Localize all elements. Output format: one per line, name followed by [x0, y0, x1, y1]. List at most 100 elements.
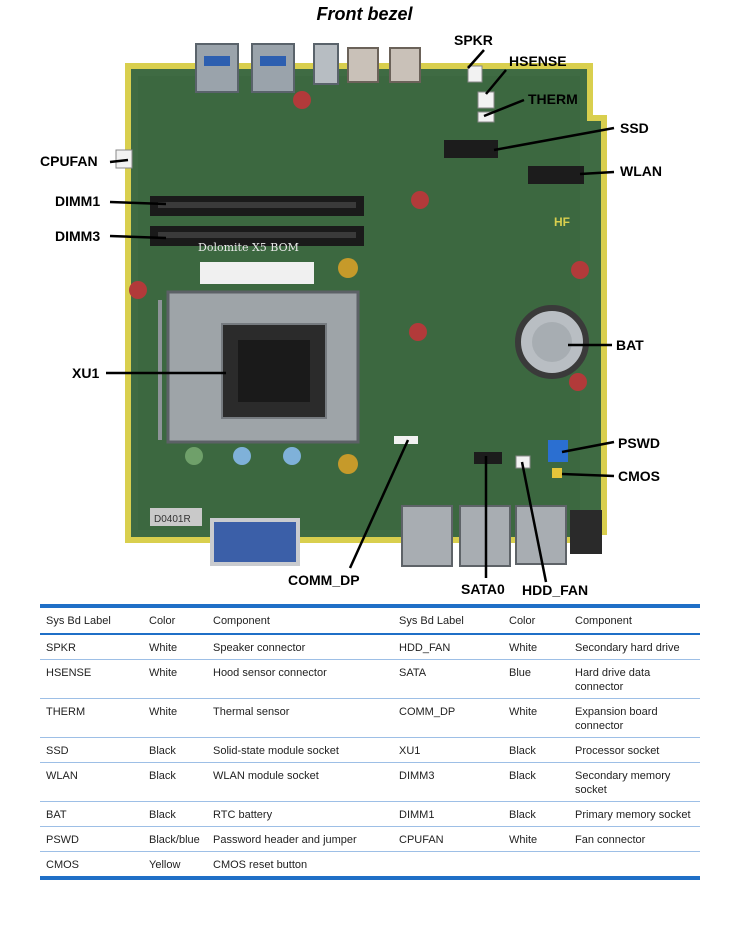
cmos-button: [552, 468, 562, 478]
table-row: WLAN Black WLAN module socket DIMM3 Blac…: [40, 762, 700, 802]
table-cell: Blue: [503, 659, 569, 699]
table-cell: Password header and jumper: [207, 826, 393, 852]
figure-title: Front bezel: [316, 4, 413, 24]
leader-cmos: [561, 472, 615, 478]
table-cell: Black: [503, 737, 569, 763]
table-cell: White: [503, 826, 569, 852]
table-row: BAT Black RTC battery DIMM1 Black Primar…: [40, 801, 700, 827]
component-table: Sys Bd Label Color Component Sys Bd Labe…: [40, 608, 700, 876]
table-top-rule: [40, 604, 700, 608]
table-row: SPKR White Speaker connector HDD_FAN Whi…: [40, 634, 700, 660]
header-color-2: Color: [503, 608, 569, 635]
leader-hdd-fan: [520, 461, 548, 583]
table-cell: Speaker connector: [207, 634, 393, 660]
table-cell: Black: [503, 801, 569, 827]
table-row: PSWD Black/blue Password header and jump…: [40, 826, 700, 852]
motherboard-illustration: Dolomite X5 BOM HF D040: [106, 43, 615, 583]
leader-cpufan: [109, 158, 129, 164]
table-cell: Secondary hard drive: [569, 634, 700, 660]
table-cell: RTC battery: [207, 801, 393, 827]
component-table-wrap: Sys Bd Label Color Component Sys Bd Labe…: [40, 604, 700, 880]
table-row: SSD Black Solid-state module socket XU1 …: [40, 737, 700, 763]
rear-port-4: [570, 510, 602, 554]
table-cell: CMOS: [46, 859, 79, 871]
chip-label: D0401R: [154, 514, 191, 525]
hf-mark: HF: [554, 215, 570, 229]
table-cell: DIMM1: [393, 801, 503, 827]
callout-wlan: WLAN: [620, 163, 662, 179]
leader-spkr: [467, 49, 485, 69]
leader-hsense: [485, 69, 507, 95]
table-cell: THERM: [40, 698, 143, 738]
callout-hsense: HSENSE: [509, 53, 567, 69]
usb-port-2: [251, 43, 295, 93]
board-figure: Dolomite X5 BOM HF D040: [40, 32, 662, 598]
callout-therm: THERM: [528, 91, 578, 107]
silk-name: Dolomite X5 BOM: [198, 241, 299, 254]
callout-dimm3: DIMM3: [55, 228, 101, 244]
callout-cpufan: CPUFAN: [40, 153, 98, 169]
chip-label-box: [150, 508, 202, 526]
pswd-header: [548, 440, 568, 462]
table-cell: WLAN module socket: [207, 762, 393, 802]
table-cell: White: [143, 659, 207, 699]
ssd-socket: [444, 140, 498, 158]
table-cell: Processor socket: [569, 737, 700, 763]
leader-pswd: [561, 440, 615, 454]
table-cell: BAT: [40, 801, 143, 827]
table-cell: CPUFAN: [393, 826, 503, 852]
table-cell: Expansion board connector: [569, 698, 700, 738]
table-cell: XU1: [393, 737, 503, 763]
table-cell: Fan connector: [569, 826, 700, 852]
table-cell: COMM_DP: [393, 698, 503, 738]
leader-wlan: [579, 170, 615, 176]
callout-xu1: XU1: [72, 365, 100, 381]
leader-comm-dp: [348, 439, 410, 569]
table-cell: [569, 852, 700, 877]
table-cell: White: [503, 698, 569, 738]
table-row: THERM White Thermal sensor COMM_DP White…: [40, 698, 700, 738]
callout-pswd: PSWD: [618, 435, 660, 451]
table-cell: Hard drive data connector: [569, 659, 700, 699]
header-color: Color: [143, 608, 207, 635]
audio-jack-2: [389, 47, 421, 83]
audio-jack-1: [347, 47, 379, 83]
leader-ssd: [493, 126, 615, 152]
spkr-connector: [467, 65, 483, 83]
table-cell: Black: [143, 762, 207, 802]
callout-dimm1: DIMM1: [55, 193, 101, 209]
table-cell: CMOS reset button: [213, 859, 308, 871]
table-cell: Secondary memory socket: [569, 762, 700, 802]
header-component: Component: [207, 608, 393, 635]
vga-port: [210, 518, 300, 566]
header-sys-bd-label-2: Sys Bd Label: [393, 608, 503, 635]
table-cell: [503, 852, 569, 877]
table-cell: PSWD: [40, 826, 143, 852]
table-bottom-rule: [40, 876, 700, 880]
sata-connector: [474, 452, 502, 464]
usbc-port: [313, 43, 339, 85]
table-cell: Black: [143, 737, 207, 763]
board-sticker: [200, 262, 314, 284]
callout-ssd: SSD: [620, 120, 649, 136]
table-cell: Black: [143, 801, 207, 827]
wlan-socket: [528, 166, 584, 184]
table-cell: Hood sensor connector: [207, 659, 393, 699]
table-cell: HDD_FAN: [393, 634, 503, 660]
callout-spkr: SPKR: [454, 32, 493, 48]
table-cell: SATA: [393, 659, 503, 699]
table-cell: Primary memory socket: [569, 801, 700, 827]
table-header-row: Sys Bd Label Color Component Sys Bd Labe…: [40, 608, 700, 635]
leader-dimm1: [109, 200, 167, 206]
cpufan-connector: [115, 149, 133, 169]
table-row: CMOS Yellow CMOS reset button: [40, 852, 700, 877]
table-cell: DIMM3: [393, 762, 503, 802]
table-cell: White: [143, 698, 207, 738]
callout-hdd-fan: HDD_FAN: [522, 582, 589, 598]
table-cell: Thermal sensor: [207, 698, 393, 738]
header-sys-bd-label: Sys Bd Label: [40, 608, 143, 635]
table-cell: WLAN: [40, 762, 143, 802]
usb-port-1: [195, 43, 239, 93]
table-cell: Yellow: [149, 859, 181, 871]
hsense-connector: [477, 91, 495, 109]
